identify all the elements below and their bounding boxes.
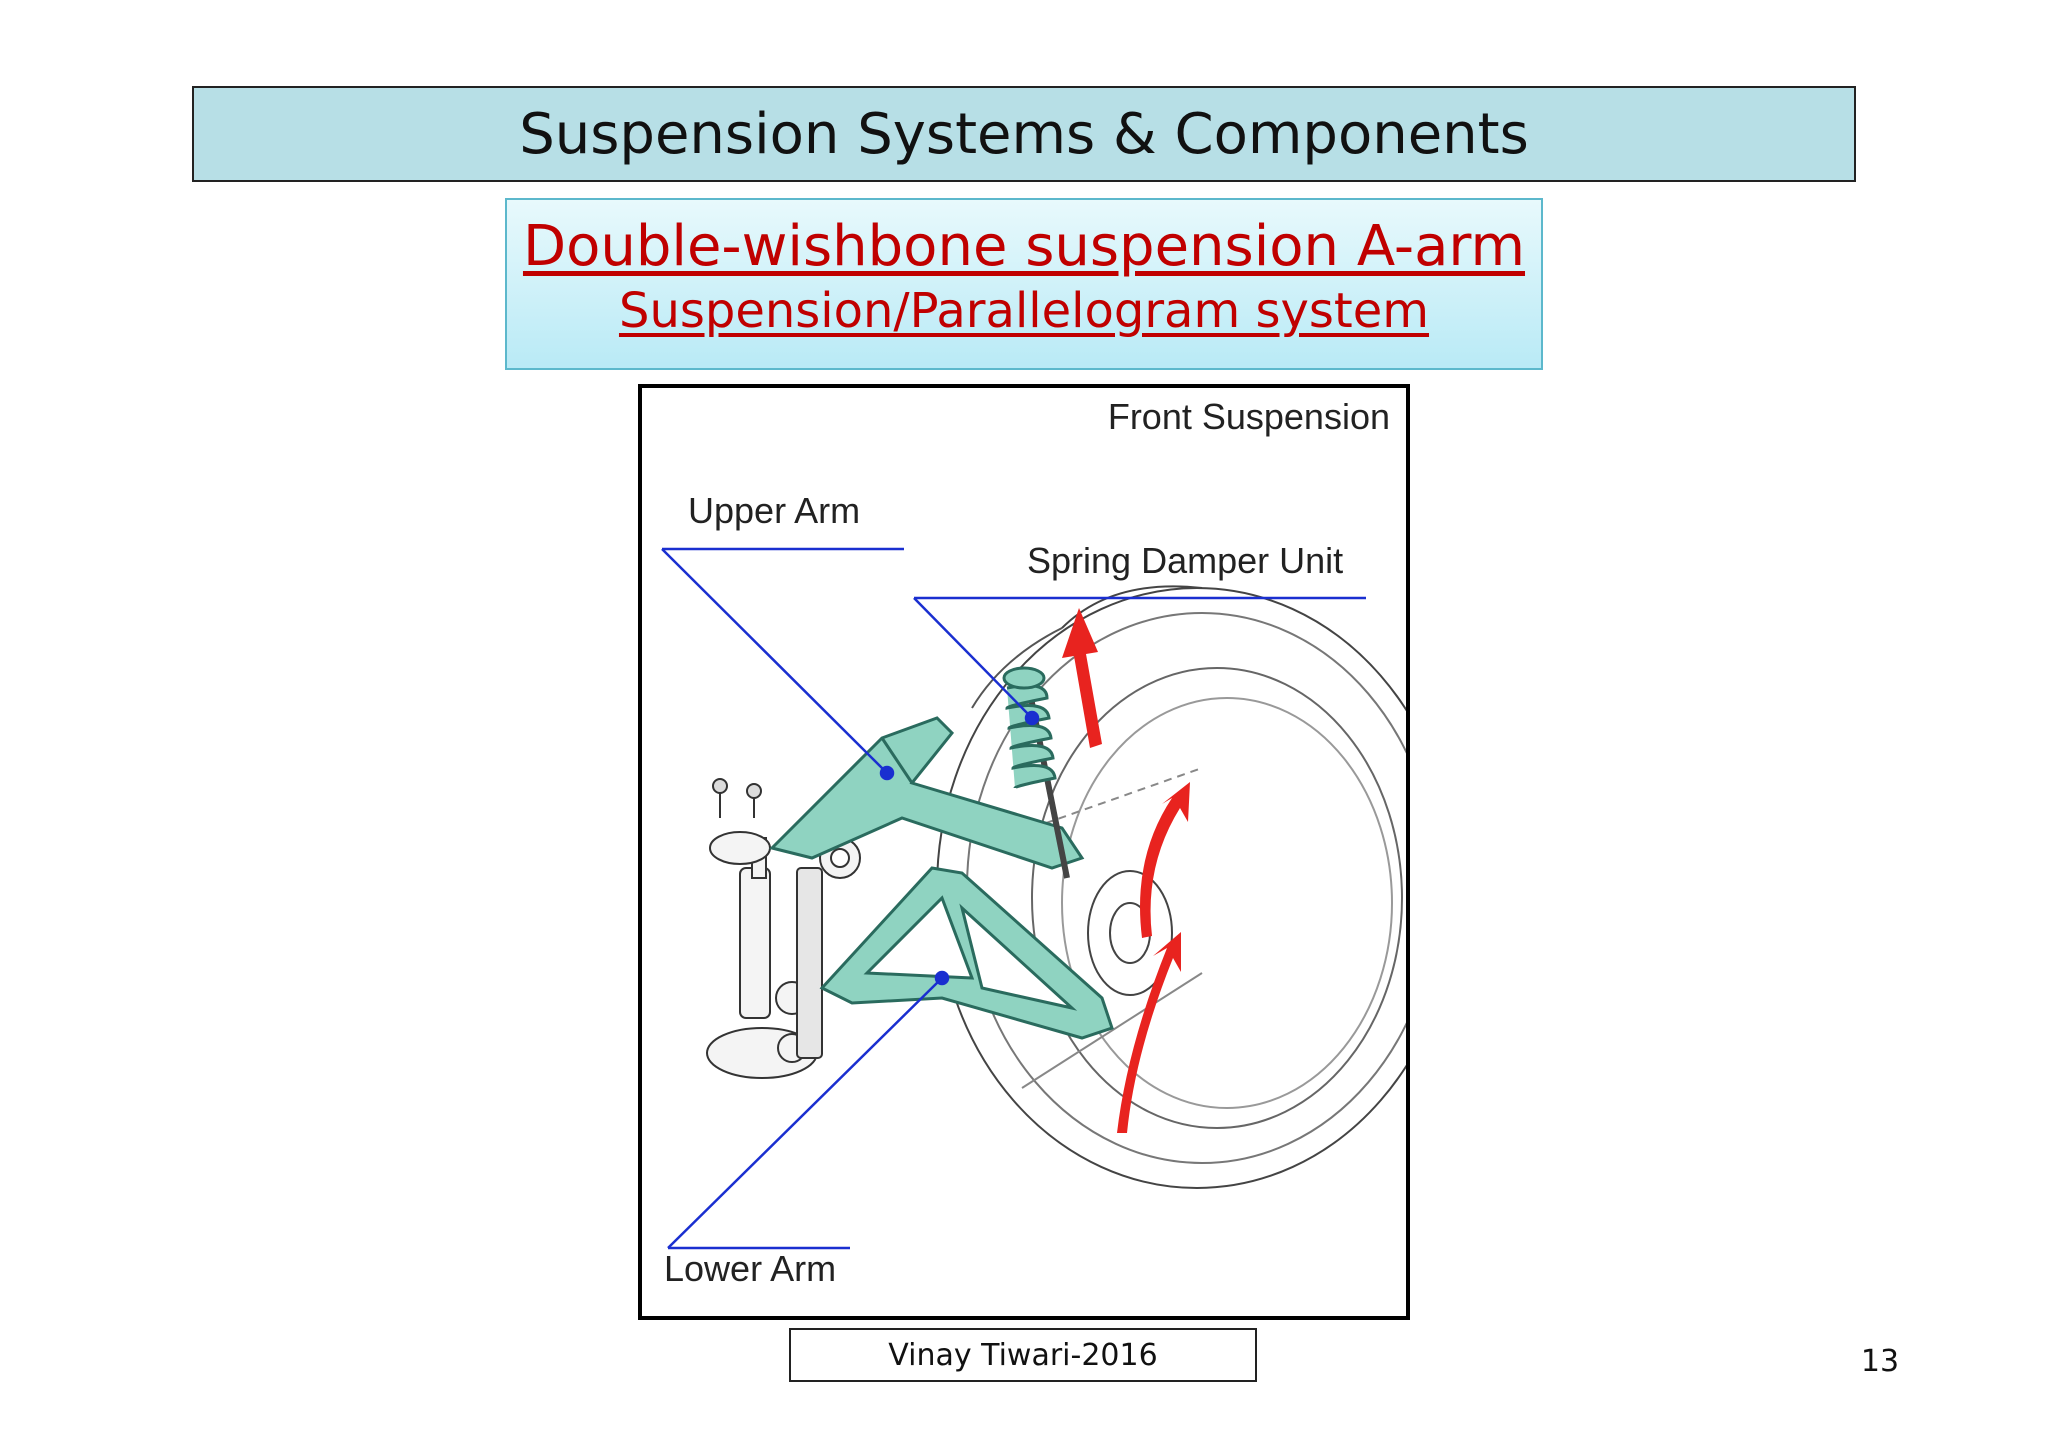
upper-arm-marker bbox=[879, 765, 895, 781]
suspension-figure: Front Suspension Upper Arm Spring Damper… bbox=[638, 384, 1410, 1320]
subtitle-box: Double-wishbone suspension A-arm Suspens… bbox=[505, 198, 1543, 370]
slide-title: Suspension Systems & Components bbox=[192, 86, 1856, 182]
motion-arrows bbox=[1062, 608, 1190, 1133]
upper-arm-drawing bbox=[769, 716, 1085, 870]
suspension-illustration bbox=[661, 547, 1406, 1250]
subtitle-line-1[interactable]: Double-wishbone suspension A-arm bbox=[522, 214, 1526, 279]
spring-damper-marker bbox=[1024, 710, 1040, 726]
page-number: 13 bbox=[1860, 1344, 1900, 1379]
lower-arm-marker bbox=[934, 970, 950, 986]
steering-knuckle-drawing bbox=[706, 778, 861, 1079]
leader-lines bbox=[661, 547, 1366, 1250]
lower-arm-label: Lower Arm bbox=[664, 1248, 837, 1289]
upper-arm-label: Upper Arm bbox=[688, 490, 861, 531]
author-footer: Vinay Tiwari-2016 bbox=[789, 1328, 1257, 1382]
lower-arm-drawing bbox=[819, 866, 1114, 1040]
figure-caption: Front Suspension bbox=[1107, 396, 1390, 437]
subtitle-line-2[interactable]: Suspension/Parallelogram system bbox=[618, 283, 1430, 339]
spring-damper-label: Spring Damper Unit bbox=[1027, 540, 1344, 581]
